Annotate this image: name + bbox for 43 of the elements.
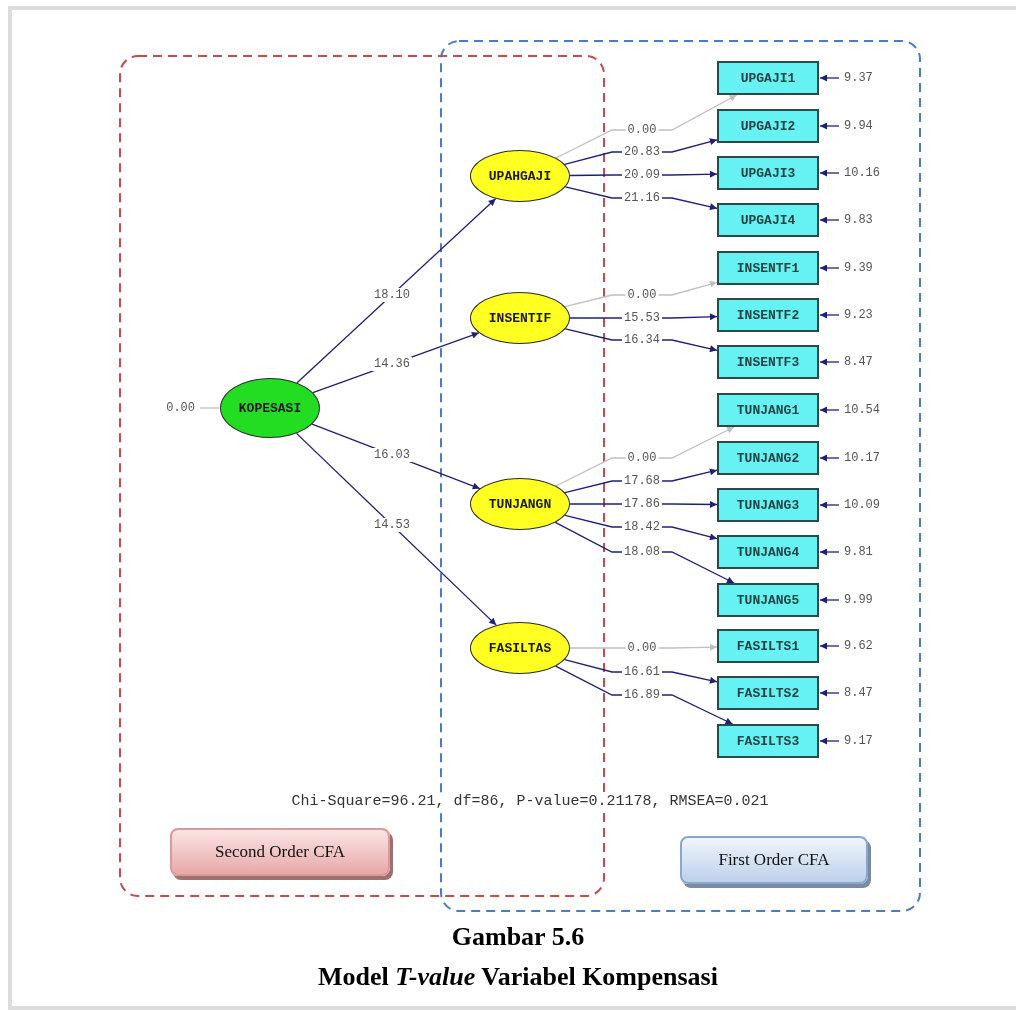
latent-variable-ellipse: FASILTAS xyxy=(470,622,570,674)
arrow xyxy=(819,311,840,319)
arrow xyxy=(295,432,497,626)
arrow xyxy=(819,642,840,650)
latent-variable-ellipse: INSENTIF xyxy=(470,292,570,344)
indicator-box: FASILTS3 xyxy=(717,724,819,758)
indicator-box: TUNJANG1 xyxy=(717,393,819,427)
arrow xyxy=(819,122,840,130)
arrow xyxy=(819,737,840,745)
edge-label: 14.53 xyxy=(372,518,412,533)
arrow xyxy=(819,264,840,272)
latent-variable-ellipse: UPAHGAJI xyxy=(470,150,570,202)
edge-label: 18.10 xyxy=(372,287,412,302)
indicator-box: TUNJANG2 xyxy=(717,441,819,475)
indicator-box: FASILTS2 xyxy=(717,676,819,710)
arrow xyxy=(819,216,840,224)
indicator-box: INSENTF1 xyxy=(717,251,819,285)
indicator-box: UPGAJI4 xyxy=(717,203,819,237)
indicator-box: INSENTF3 xyxy=(717,345,819,379)
arrow xyxy=(819,454,840,462)
arrow xyxy=(819,358,840,366)
arrow xyxy=(819,689,840,697)
latent-variable-ellipse: KOPESASI xyxy=(220,378,320,438)
indicator-box: UPGAJI2 xyxy=(717,109,819,143)
indicator-box: UPGAJI1 xyxy=(717,61,819,95)
indicator-box: TUNJANG4 xyxy=(717,535,819,569)
latent-variable-ellipse: TUNJANGN xyxy=(470,478,570,530)
figure-caption: Model T-value Variabel Kompensasi xyxy=(317,962,719,992)
indicator-box: UPGAJI3 xyxy=(717,156,819,190)
arrow xyxy=(819,548,840,556)
edge-label: 14.36 xyxy=(372,357,412,372)
arrow xyxy=(296,198,497,384)
arrow xyxy=(819,596,840,604)
indicator-box: TUNJANG3 xyxy=(717,488,819,522)
arrow xyxy=(819,501,840,509)
indicator-box: FASILTS1 xyxy=(717,629,819,663)
edge-label: 16.03 xyxy=(372,447,412,462)
figure-title: Gambar 5.6 xyxy=(450,922,586,952)
arrow xyxy=(819,406,840,414)
indicator-box: TUNJANG5 xyxy=(717,583,819,617)
arrow xyxy=(819,169,840,177)
arrow xyxy=(819,74,840,82)
indicator-box: INSENTF2 xyxy=(717,298,819,332)
